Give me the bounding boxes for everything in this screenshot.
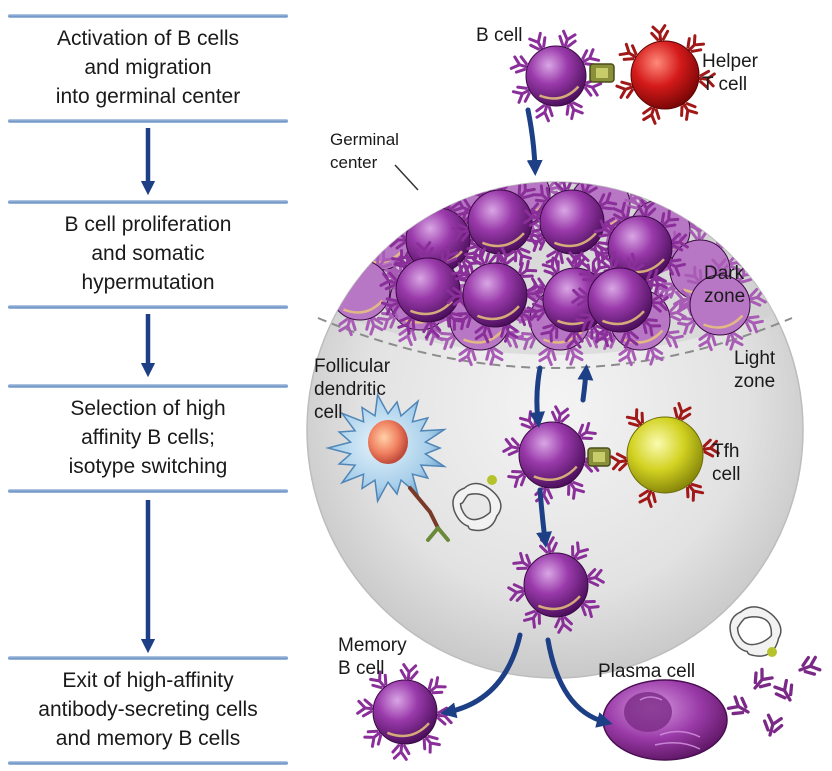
arrow-to-exit [536, 487, 552, 548]
step-bottom-bar [8, 305, 288, 309]
selecting-b-cell [501, 404, 603, 506]
step-top-bar [8, 384, 288, 388]
mid-synapse [587, 447, 611, 467]
secreted-antibodies [725, 653, 823, 739]
arrow-to-light-zone [529, 365, 545, 428]
label-dark-zone: Dark zone [704, 263, 746, 307]
step-text-line: B cell proliferation [64, 213, 232, 236]
arrow-to-memory [440, 632, 523, 719]
helper-t-cell [614, 23, 717, 126]
step-top-bar [8, 200, 288, 204]
b-cell [509, 29, 603, 123]
step-text-line: antibody-secreting cells [38, 698, 258, 721]
label-helper-t-cell: Helper T cell [702, 51, 758, 95]
diagram-arrows [440, 107, 613, 728]
step-text-line: Selection of high [70, 397, 226, 420]
step-bottom-bar [8, 489, 288, 493]
step-text-line: and memory B cells [55, 727, 241, 750]
germinal-center-pointer [394, 164, 419, 191]
arrow-into-gc [525, 107, 543, 176]
label-follicular-dendritic-cell: Follicular dendritic cell [314, 356, 391, 423]
step-text-line: and migration [84, 56, 212, 79]
step-proliferation: B cell proliferation and somatic hypermu… [8, 200, 288, 309]
top-synapse [589, 63, 615, 83]
step-exit: Exit of high-affinity antibody-secreting… [8, 656, 288, 765]
step-text-line: into germinal center [55, 85, 241, 108]
antigen-complex [452, 475, 502, 532]
step-activation: Activation of B cells and migration into… [8, 14, 288, 123]
follicular-dendritic-cell [325, 392, 450, 542]
plasma-cell [602, 679, 728, 761]
step-top-bar [8, 14, 288, 18]
label-memory-b-cell: Memory B cell [338, 635, 407, 679]
label-light-zone: Light zone [734, 348, 776, 392]
step-bottom-bar [8, 119, 288, 123]
label-tfh-cell: Tfh cell [712, 441, 741, 485]
arrow-to-plasma [545, 637, 613, 728]
step-text-line: affinity B cells; [81, 426, 215, 449]
step-text-line: Exit of high-affinity [62, 669, 234, 692]
plasma-antigen-complex [729, 606, 782, 657]
label-germinal-center: Germinal center [330, 130, 399, 172]
step-bottom-bar [8, 761, 288, 765]
label-plasma-cell: Plasma cell [598, 661, 696, 682]
step-text-line: Activation of B cells [56, 27, 240, 50]
arrow-to-dark-zone [577, 364, 594, 403]
zone-boundary [317, 317, 793, 369]
tfh-cell [609, 401, 721, 509]
memory-b-cell [355, 662, 455, 762]
step-selection: Selection of high affinity B cells; isot… [8, 384, 288, 493]
step-text-line: and somatic [91, 242, 205, 265]
exiting-b-cell [506, 535, 606, 635]
step-top-bar [8, 656, 288, 660]
label-b-cell: B cell [476, 25, 523, 46]
step-text-line: hypermutation [81, 271, 215, 294]
step-text-line: isotype switching [68, 455, 228, 478]
